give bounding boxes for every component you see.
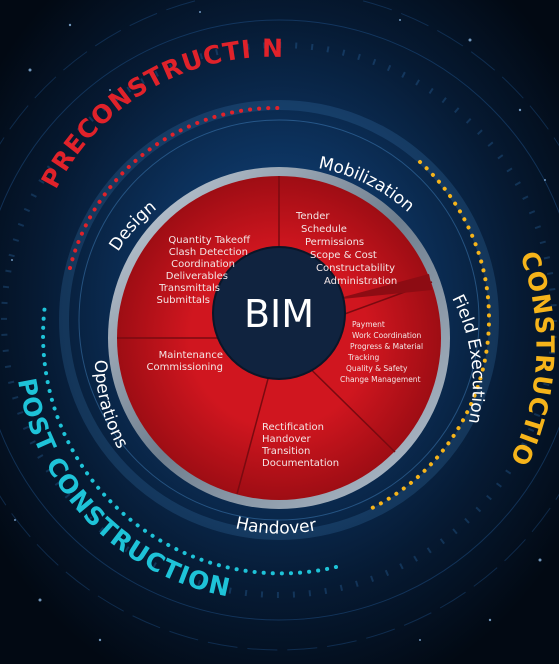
phase-dotted-arcs	[41, 105, 492, 576]
segment-item: Schedule	[301, 224, 347, 235]
segment-operations: Maintenance Commissioning	[147, 350, 223, 373]
segment-item: Documentation	[262, 458, 339, 469]
segment-item: Transmittals	[158, 283, 220, 294]
segment-item: Administration	[324, 276, 397, 287]
segment-item: Clash Detection	[169, 247, 248, 258]
segment-item: Tender	[295, 211, 330, 222]
segment-item: Submittals	[156, 295, 210, 306]
wheel-accent	[332, 274, 432, 300]
segment-field-execution: Payment Work Coordination Progress & Mat…	[340, 320, 423, 384]
bim-center-label: BIM	[244, 292, 314, 336]
segment-item: Commissioning	[147, 362, 223, 373]
bim-hub	[212, 246, 346, 380]
segment-handover: Rectification Handover Transition Docume…	[261, 422, 339, 469]
segment-item: Maintenance	[159, 350, 223, 361]
segment-item: Payment	[352, 320, 385, 329]
segment-mobilization: Tender Schedule Permissions Scope & Cost…	[295, 211, 397, 287]
segment-item: Handover	[262, 434, 312, 445]
segment-item: Work Coordination	[352, 331, 422, 340]
segment-item: Quality & Safety	[346, 364, 408, 373]
segment-design: Quantity Takeoff Clash Detection Coordin…	[156, 235, 251, 306]
segment-item: Permissions	[305, 237, 364, 248]
segment-item: Quantity Takeoff	[168, 235, 251, 246]
segment-item: Constructability	[316, 263, 395, 274]
segment-item: Progress & Material	[350, 342, 423, 351]
post-construction-dotted-arc	[41, 303, 338, 576]
segment-item: Tracking	[347, 353, 379, 362]
segment-item: Coordination	[171, 259, 235, 270]
background-stars	[11, 11, 546, 642]
bim-wheel: BIM	[108, 167, 450, 509]
segment-item: Change Management	[340, 375, 421, 384]
construction-dotted-arc	[366, 160, 492, 512]
segment-item: Transition	[261, 446, 310, 457]
segment-item: Deliverables	[166, 271, 228, 282]
segment-item: Scope & Cost	[310, 250, 377, 261]
segment-item: Rectification	[262, 422, 324, 433]
